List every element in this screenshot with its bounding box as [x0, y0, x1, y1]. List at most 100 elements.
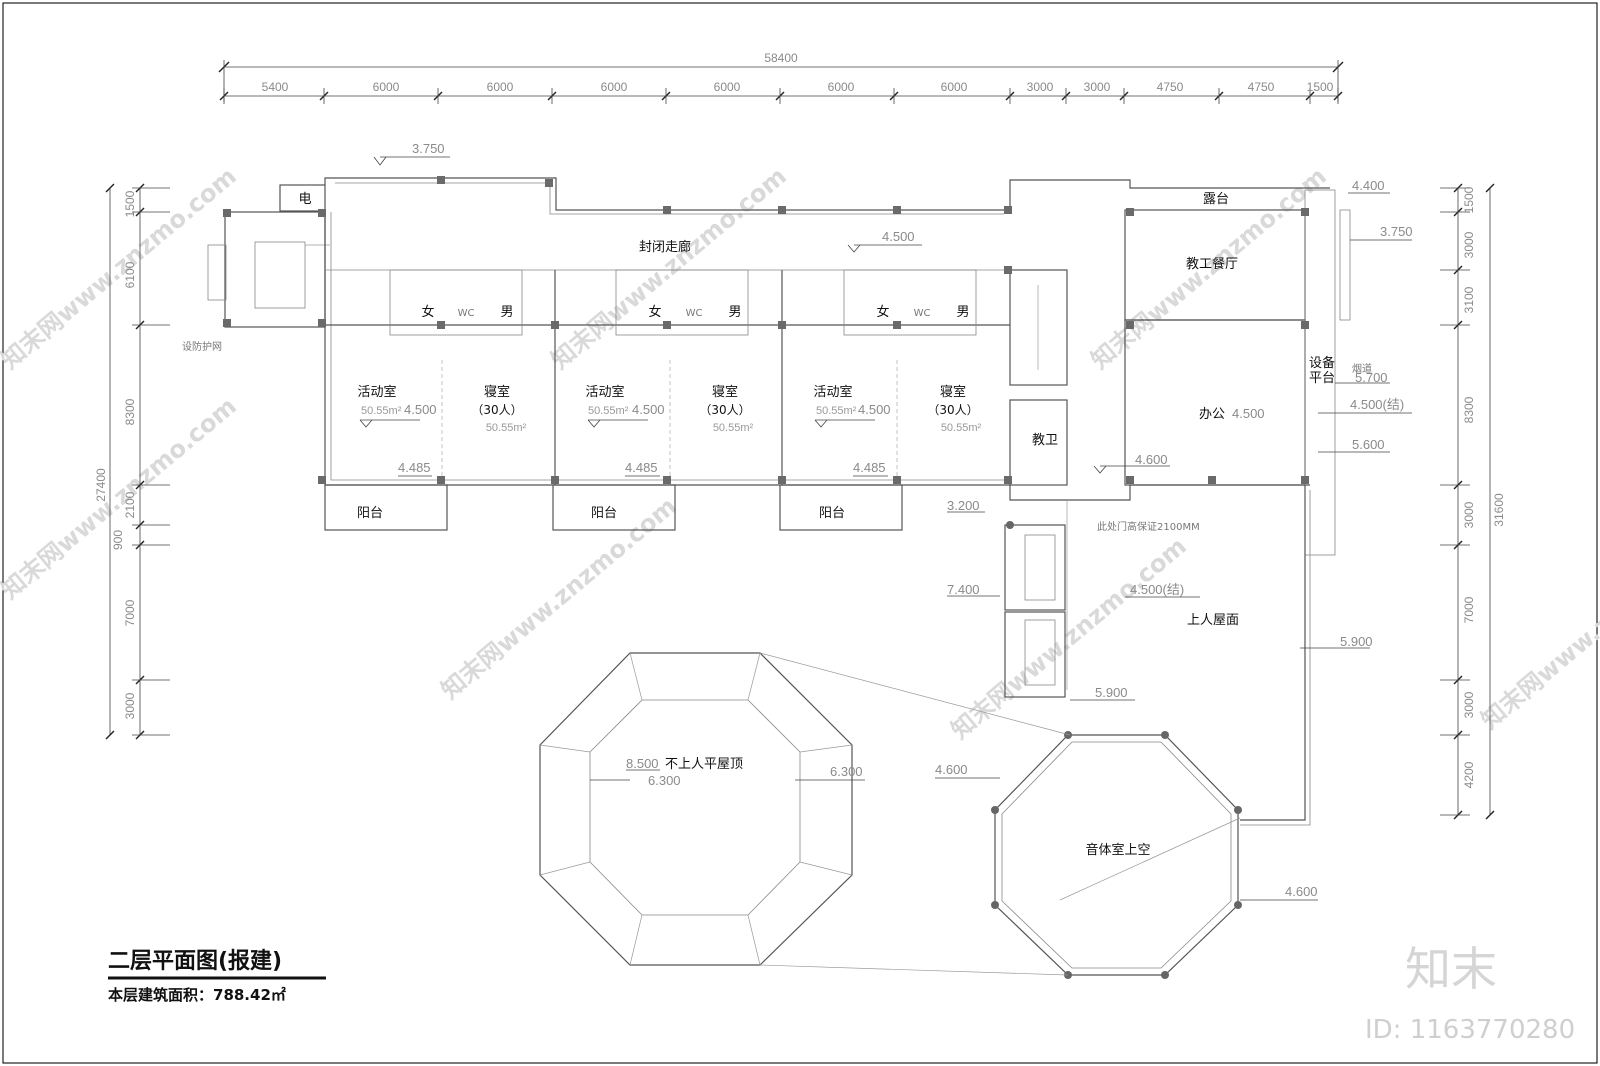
elev-4600-west: 4.600: [935, 762, 968, 777]
watermark: 知末网www.znzmo.com: [1476, 522, 1600, 735]
structural-column: [1126, 476, 1134, 484]
structural-column: [551, 321, 559, 329]
elev-4500-room3: 4.500: [858, 402, 891, 417]
watermark: 知末网www.znzmo.com: [946, 532, 1192, 745]
column-dot: [1161, 731, 1169, 739]
label-electric: 电: [298, 192, 311, 207]
drawing-subtitle: 本层建筑面积：788.42㎡: [108, 986, 286, 1004]
elev-marker: 5.700: [1335, 370, 1390, 385]
structural-column: [663, 206, 671, 214]
dim-left-1: 1500: [123, 190, 137, 217]
elev-marker: 4.400: [1348, 178, 1390, 194]
music-room-octagon: [991, 521, 1242, 979]
column-dot: [1234, 806, 1242, 814]
dim-tick: [1485, 810, 1495, 820]
structural-column: [437, 476, 445, 484]
column-dot: [1234, 901, 1242, 909]
label-corridor: 封闭走廊: [639, 239, 691, 255]
label-bedroom: 寝室: [712, 384, 738, 400]
structural-column: [437, 176, 445, 184]
label-office: 办公: [1199, 407, 1225, 422]
elev-marker: 5.600: [1318, 437, 1390, 453]
elev-5600: 5.600: [1352, 437, 1385, 452]
label-wc: WC: [914, 308, 931, 319]
dim-left-overall: 27400: [94, 468, 108, 502]
label-bedroom: 寝室: [940, 384, 966, 400]
label-staff-dining: 教工餐厅: [1186, 256, 1238, 272]
elev-marker: 6.300: [795, 764, 865, 781]
dim-right-6: 7000: [1462, 596, 1476, 623]
elev-4485-1: 4.485: [398, 460, 431, 475]
elev-3750-top: 3.750: [412, 141, 445, 156]
label-wc: WC: [458, 308, 475, 319]
dim-top-3: 6000: [487, 80, 514, 94]
elev-4500-office: 4.500: [1232, 406, 1265, 421]
structural-column: [318, 319, 326, 327]
label-wc-male: 男: [728, 305, 741, 320]
structural-column: [318, 476, 326, 484]
dim-left-2: 6100: [123, 261, 137, 288]
structural-column: [1126, 208, 1134, 216]
dim-top-7: 6000: [941, 80, 968, 94]
structural-column: [1301, 208, 1309, 216]
dim-left-4: 2100: [123, 491, 137, 518]
label-wc-female: 女: [876, 304, 889, 320]
dim-left-5: 900: [111, 530, 125, 550]
elev-5900-center: 5.900: [1095, 685, 1128, 700]
elev-4485-2: 4.485: [625, 460, 658, 475]
column-dot: [1161, 971, 1169, 979]
label-balcony: 阳台: [591, 506, 617, 521]
structural-column: [893, 206, 901, 214]
title-block: 二层平面图(报建) 本层建筑面积：788.42㎡: [108, 949, 326, 1004]
dim-right-overall: 31600: [1492, 493, 1506, 527]
label-area: 50.55m²: [941, 422, 982, 434]
right-dimension-chain: 1500 3000 3100 8300 3000 7000 3000 4200 …: [1440, 183, 1506, 820]
structural-column: [1301, 321, 1309, 329]
label-teacher-wc: 教卫: [1032, 432, 1058, 448]
electric-room: [279, 184, 326, 212]
label-equipment: 设备: [1309, 355, 1335, 371]
elev-marker: 8.500 6.300: [590, 756, 681, 788]
column-dot: [1064, 731, 1072, 739]
elev-4400: 4.400: [1352, 178, 1385, 193]
elev-marker: 4.500: [847, 229, 922, 253]
drawing-title: 二层平面图(报建): [108, 949, 282, 974]
dim-top-2: 6000: [373, 80, 400, 94]
structural-column: [663, 476, 671, 484]
elev-marker: 7.400: [947, 582, 1000, 597]
elev-7400: 7.400: [947, 582, 980, 597]
dim-tick: [105, 730, 115, 740]
elev-6300-inner: 6.300: [648, 773, 681, 788]
label-wc: WC: [686, 308, 703, 319]
structural-column: [437, 321, 445, 329]
label-wc-male: 男: [500, 305, 513, 320]
label-balcony: 阳台: [357, 506, 383, 521]
label-area: 50.55m²: [713, 422, 754, 434]
dim-right-8: 4200: [1462, 761, 1476, 788]
label-door-note: 此处门高保证2100MM: [1097, 520, 1200, 533]
label-flue: 烟道: [1352, 362, 1372, 375]
structural-column: [545, 179, 553, 187]
dim-top-5: 6000: [714, 80, 741, 94]
watermark: 知末网www.znzmo.com: [0, 392, 242, 605]
flat-roof-octagon: [539, 652, 1071, 976]
label-wc-female: 女: [421, 304, 434, 320]
elev-marker: 4.500(结): [1125, 582, 1200, 598]
elev-6300-outer: 6.300: [830, 764, 863, 779]
dim-left-6: 7000: [123, 599, 137, 626]
label-bedroom-cap: （30人）: [927, 403, 978, 417]
elev-marker: 5.900: [1070, 685, 1135, 701]
structural-column: [1004, 206, 1012, 214]
dim-top-6: 6000: [828, 80, 855, 94]
dim-overall-top: 58400: [764, 51, 798, 65]
top-dimension-chain: 58400 5400 6000 6000 6000 6000 6000 6000…: [218, 51, 1344, 104]
label-activity: 活动室: [357, 384, 396, 400]
dim-right-2: 3000: [1462, 231, 1476, 258]
label-area: 50.55m²: [816, 405, 857, 417]
elev-4500-struct-right: 4.500(结): [1350, 397, 1404, 412]
dim-top-11: 4750: [1248, 80, 1275, 94]
elev-4500-struct-roof: 4.500(结): [1130, 582, 1184, 597]
elev-4500-corridor: 4.500: [882, 229, 915, 244]
structural-column: [778, 476, 786, 484]
elev-4485-3: 4.485: [853, 460, 886, 475]
